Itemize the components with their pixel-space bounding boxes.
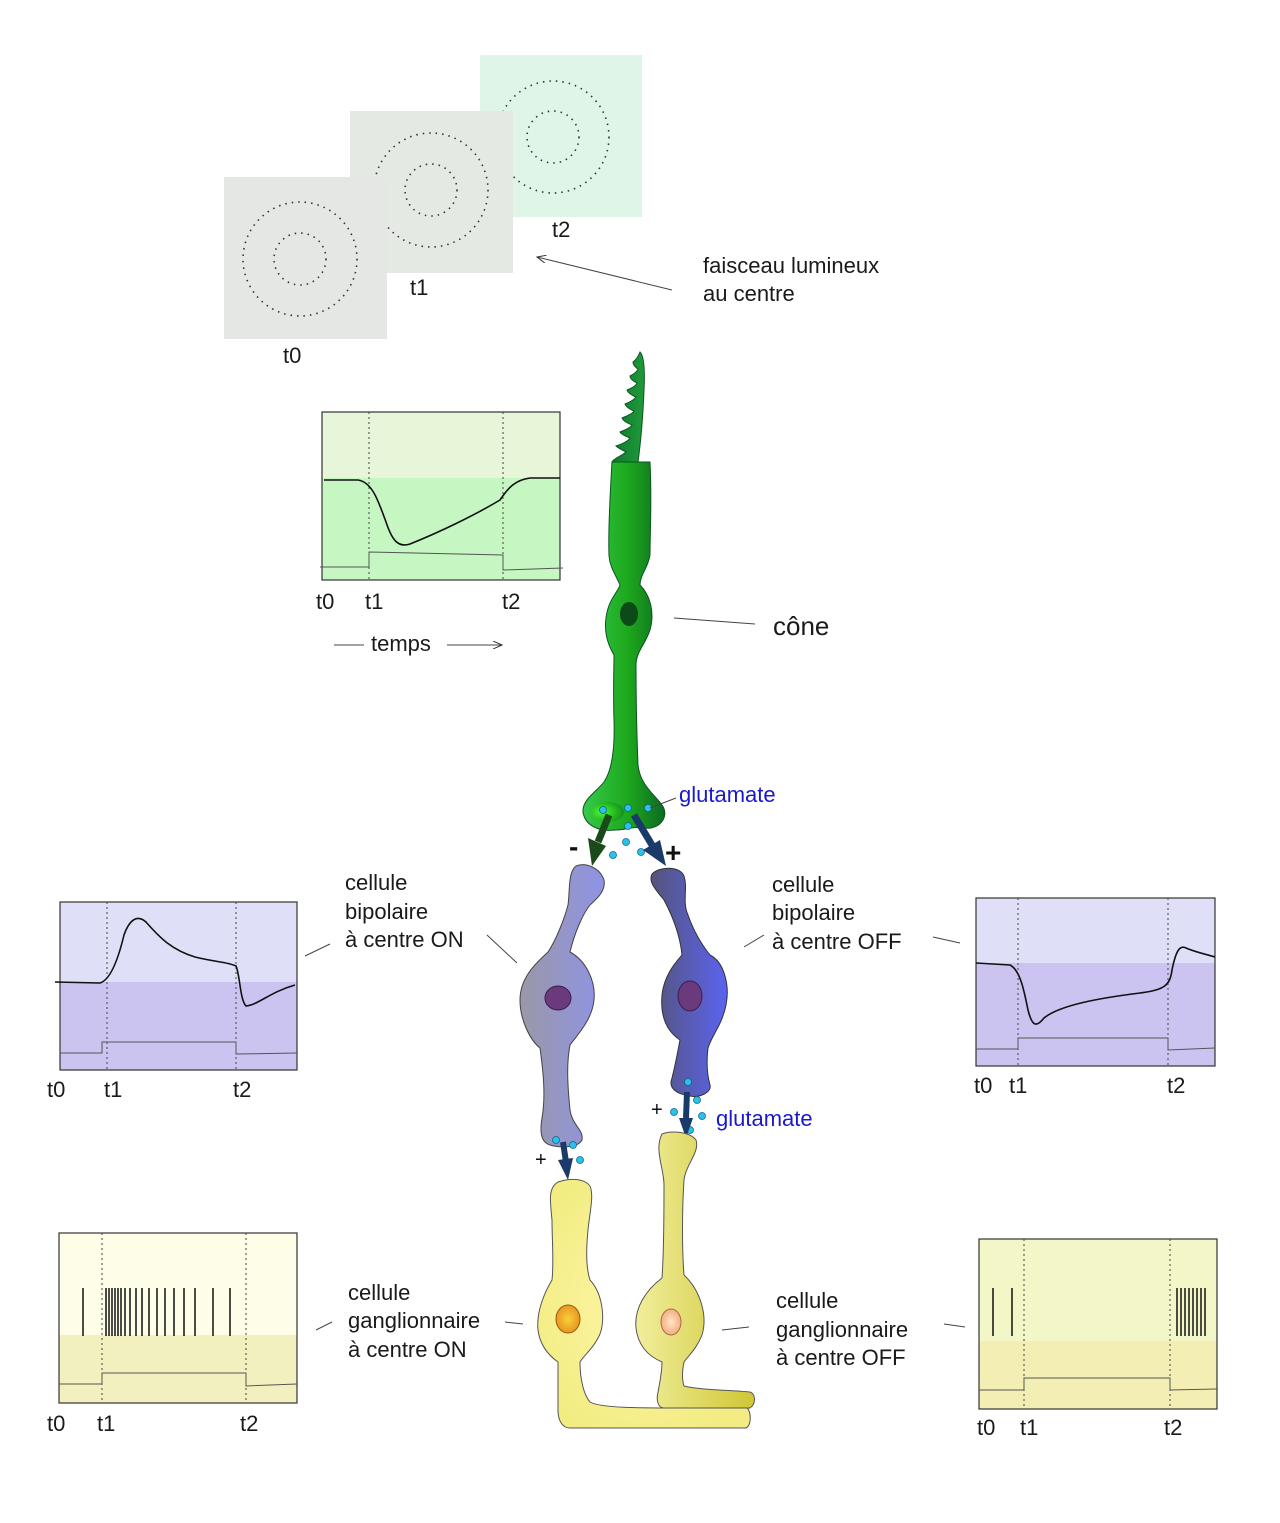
ganglion-off-trace-t0: t0 [977, 1415, 995, 1440]
cone-cell [582, 351, 666, 831]
synapse-arrow-cone-off [630, 813, 666, 866]
bipolar-on-trace-t0: t0 [47, 1077, 65, 1102]
bipolar-off-cell [650, 867, 728, 1097]
bipolar-off-trace-t1: t1 [1009, 1073, 1027, 1098]
bipolar-on-trace-t2: t2 [233, 1077, 251, 1102]
time-axis-label: temps [371, 631, 431, 656]
bipolar-on-nucleus [544, 985, 572, 1011]
ganglion-off-trace-t1: t1 [1020, 1415, 1038, 1440]
cone-body [582, 461, 666, 831]
synapse-arrow-off-ganglion [679, 1091, 693, 1138]
cone-trace-panel: t0 t1 t2 temps [316, 411, 564, 656]
bipolar-off-trace-t2: t2 [1167, 1073, 1185, 1098]
bipolar-off-label-line1: cellule [772, 872, 834, 897]
stimulus-label-t0: t0 [283, 343, 301, 368]
bipolar-on-cell [519, 864, 605, 1148]
cone-trace-t2: t2 [502, 589, 520, 614]
bipolar-on-trace-panel: t0 t1 t2 [47, 901, 331, 1102]
ganglion-off-trace-panel: t0 t1 t2 [977, 1238, 1218, 1440]
ganglion-on-label-line3: à centre ON [348, 1337, 467, 1362]
ganglion-off-spikes [992, 1288, 1206, 1336]
bipolar-on-trace-t1: t1 [104, 1077, 122, 1102]
ganglion-on-trace-t2: t2 [240, 1411, 258, 1436]
ganglion-off-label-line1: cellule [776, 1288, 838, 1313]
ganglion-on-label-line1: cellule [348, 1280, 410, 1305]
ganglion-on-trace-t1: t1 [97, 1411, 115, 1436]
bipolar-on-label-line1: cellule [345, 870, 407, 895]
synapse-arrow-on-ganglion [558, 1141, 573, 1180]
cone-trace-t1: t1 [365, 589, 383, 614]
glutamate-label-top: glutamate [679, 782, 776, 807]
ganglion-on-trace-t0: t0 [47, 1411, 65, 1436]
ganglion-off-nucleus [660, 1308, 682, 1336]
ganglion-on-nucleus [555, 1304, 581, 1334]
ganglion-off-trace-t2: t2 [1164, 1415, 1182, 1440]
sign-cone-to-off: + [665, 837, 681, 868]
ganglion-on-label-line2: ganglionnaire [348, 1308, 480, 1333]
bipolar-on-label-line3: à centre ON [345, 927, 464, 952]
ganglion-off-label-line3: à centre OFF [776, 1345, 906, 1370]
synapse-arrow-cone-on [588, 813, 613, 866]
stimulus-caption-line2: au centre [703, 281, 795, 306]
sign-on-to-ganglion: + [535, 1149, 547, 1171]
sign-cone-to-on: - [569, 831, 578, 862]
ganglion-on-trace-panel: t0 t1 t2 [47, 1232, 298, 1436]
stimulus-caption-line1: faisceau lumineux [703, 253, 879, 278]
stimulus-frame-t0 [224, 177, 387, 339]
cone-nucleus [620, 602, 638, 626]
stimulus-label-t1: t1 [410, 275, 428, 300]
sign-off-to-ganglion: + [651, 1099, 663, 1121]
bipolar-off-nucleus [677, 980, 703, 1012]
cone-trace-t0: t0 [316, 589, 334, 614]
bipolar-off-label-line3: à centre OFF [772, 929, 902, 954]
cone-label: cône [773, 611, 829, 641]
ganglion-off-cell [635, 1131, 755, 1409]
cone-outer-segment [611, 351, 645, 463]
stimulus-frames: t2 t1 t0 faisceau lumineux au centre [224, 55, 879, 368]
bipolar-off-trace-panel: t0 t1 t2 [974, 897, 1216, 1098]
ganglion-off-label-line2: ganglionnaire [776, 1317, 908, 1342]
bipolar-on-label-line2: bipolaire [345, 899, 428, 924]
bipolar-off-label-line2: bipolaire [772, 900, 855, 925]
bipolar-off-trace-t0: t0 [974, 1073, 992, 1098]
stimulus-arrow [537, 257, 673, 291]
stimulus-label-t2: t2 [552, 217, 570, 242]
ganglion-on-spikes [82, 1288, 231, 1336]
glutamate-label-bottom: glutamate [716, 1106, 813, 1131]
glutamate-vesicles-top [599, 804, 652, 859]
